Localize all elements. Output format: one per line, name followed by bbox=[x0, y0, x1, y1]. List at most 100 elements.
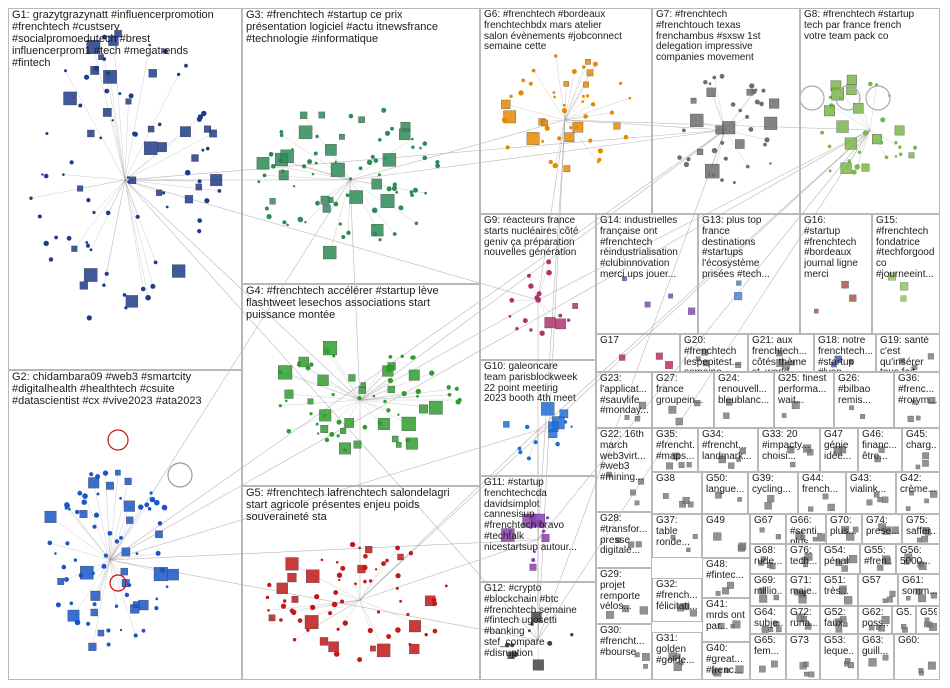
group-label-g17: G17 bbox=[600, 336, 619, 346]
edge-line bbox=[280, 372, 361, 401]
edge-line bbox=[263, 163, 351, 181]
node-dot bbox=[571, 69, 577, 74]
node-dot bbox=[508, 529, 512, 533]
node-dot bbox=[322, 413, 327, 418]
node-dot bbox=[712, 75, 717, 80]
small-node bbox=[878, 624, 885, 632]
small-node bbox=[606, 611, 614, 619]
group-label-g47: G47 génie idée... bbox=[824, 430, 852, 462]
node-dot bbox=[103, 553, 108, 558]
node-dot bbox=[395, 586, 399, 590]
small-node bbox=[722, 587, 730, 595]
node-avatar bbox=[353, 440, 362, 449]
node-dot bbox=[201, 148, 205, 152]
group-label-g4: G4: #frenchtech accélérer #startup lève … bbox=[246, 286, 439, 321]
edge-line bbox=[63, 174, 126, 181]
node-dot bbox=[286, 223, 289, 227]
small-node bbox=[800, 616, 808, 623]
group-box-g45: G45: charg... bbox=[902, 428, 940, 472]
node-dot bbox=[354, 582, 357, 586]
edge-line bbox=[124, 179, 144, 290]
group-label-g39: G39: cycling... bbox=[752, 474, 791, 495]
node-dot bbox=[111, 119, 114, 122]
group-box-g12: G12: #crypto #blockchain #btc #frenchtec… bbox=[480, 582, 596, 680]
node-avatar bbox=[63, 91, 77, 106]
node-dot bbox=[419, 146, 422, 150]
small-node bbox=[888, 272, 896, 281]
small-node bbox=[916, 537, 922, 543]
node-dot bbox=[332, 354, 336, 358]
group-label-g73: G73 bbox=[790, 636, 809, 646]
node-dot bbox=[86, 315, 92, 321]
node-dot bbox=[82, 493, 88, 499]
edge-line bbox=[109, 559, 136, 636]
node-avatar bbox=[409, 643, 420, 655]
small-node bbox=[900, 282, 909, 291]
group-label-g14: G14: industrielles française ont #french… bbox=[600, 216, 678, 280]
node-dot bbox=[386, 367, 392, 373]
node-dot bbox=[546, 259, 552, 265]
small-node bbox=[917, 561, 924, 568]
node-avatar bbox=[172, 264, 186, 278]
edge-line bbox=[80, 179, 126, 189]
node-avatar bbox=[124, 477, 132, 485]
node-avatar bbox=[328, 641, 339, 653]
group-label-g12: G12: #crypto #blockchain #btc #frenchtec… bbox=[484, 584, 577, 659]
small-node bbox=[666, 462, 673, 470]
node-dot bbox=[333, 590, 339, 595]
node-dot bbox=[292, 638, 297, 642]
group-label-g41: G41: mrds ont par... bbox=[706, 600, 745, 632]
small-node bbox=[866, 499, 873, 506]
group-label-g54: G54: pénal bbox=[824, 546, 849, 567]
edge-line bbox=[869, 129, 900, 148]
node-dot bbox=[457, 397, 462, 403]
group-box-g2: G2: chidambara09 #web3 #smartcity #digit… bbox=[8, 370, 242, 680]
small-node bbox=[630, 489, 636, 496]
node-dot bbox=[86, 621, 91, 626]
group-box-g51: G51: très... bbox=[820, 574, 858, 606]
node-avatar bbox=[57, 578, 65, 585]
edge-line bbox=[505, 104, 566, 121]
node-dot bbox=[154, 499, 160, 506]
edge-line bbox=[93, 482, 111, 561]
edge-line bbox=[93, 179, 126, 213]
node-avatar bbox=[583, 81, 589, 88]
edge-line bbox=[323, 380, 361, 401]
node-dot bbox=[894, 141, 898, 145]
group-box-g55: G55: #fren... bbox=[860, 544, 896, 574]
group-box-g61: G61: somm... bbox=[898, 574, 940, 606]
node-dot bbox=[754, 88, 758, 92]
group-label-g15: G15: #frenchtech fondatrice #techforgood… bbox=[876, 216, 935, 280]
small-node bbox=[924, 498, 929, 504]
node-dot bbox=[447, 392, 452, 397]
node-dot bbox=[155, 597, 159, 601]
edge-line bbox=[359, 396, 418, 401]
node-dot bbox=[119, 628, 123, 632]
node-dot bbox=[723, 156, 728, 161]
node-avatar bbox=[148, 69, 157, 78]
node-dot bbox=[357, 657, 363, 663]
node-avatar bbox=[79, 510, 88, 518]
small-node bbox=[682, 496, 690, 504]
small-node bbox=[677, 604, 685, 612]
small-node bbox=[911, 399, 917, 405]
small-node bbox=[781, 413, 787, 418]
group-label-g71: G71: maje... bbox=[790, 576, 817, 597]
inter-group-edge bbox=[537, 129, 726, 641]
node-dot bbox=[444, 584, 448, 588]
small-node bbox=[759, 665, 766, 673]
node-avatar bbox=[108, 35, 119, 46]
node-avatar bbox=[861, 163, 870, 172]
node-dot bbox=[416, 395, 419, 398]
node-dot bbox=[150, 497, 154, 502]
node-dot bbox=[95, 474, 101, 480]
small-node bbox=[711, 668, 718, 675]
group-label-g22: G22: 16th march web3virt... #web3 #minin… bbox=[600, 430, 646, 484]
node-dot bbox=[618, 81, 623, 85]
node-dot bbox=[345, 193, 350, 197]
node-dot bbox=[541, 529, 546, 533]
node-dot bbox=[41, 173, 44, 176]
group-box-g23: G23: l'applicat... #sauvlife #monday... bbox=[596, 372, 652, 428]
node-dot bbox=[381, 561, 386, 566]
node-avatar bbox=[376, 643, 391, 658]
